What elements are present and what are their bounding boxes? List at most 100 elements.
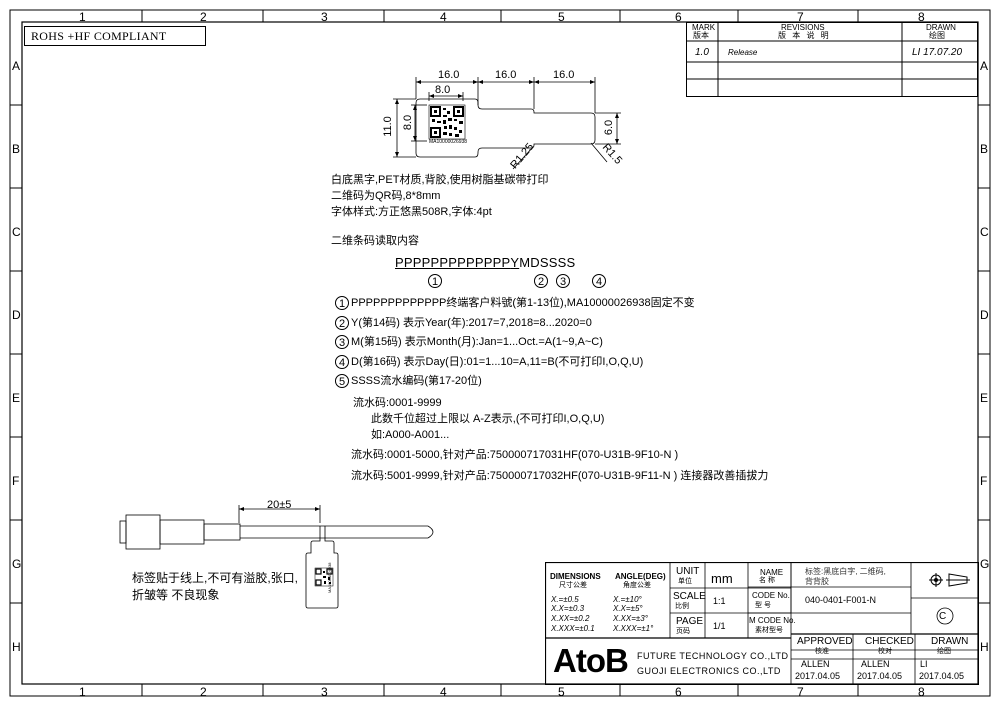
label-code-text: MA10000026938 <box>429 139 468 145</box>
page-label-cn: 页码 <box>676 628 690 635</box>
dim-width-2: 16.0 <box>495 69 517 81</box>
explain-marker: 2 <box>335 315 349 330</box>
format-y: Y <box>510 255 520 270</box>
note-line: 字体样式:方正悠黑508R,字体:4pt <box>331 206 492 218</box>
name-label-cn: 名 称 <box>759 577 775 584</box>
dim-width-3: 16.0 <box>553 69 575 81</box>
dim-radius-2: R1.5 <box>599 141 625 167</box>
cable-qr-graphic <box>314 567 334 587</box>
unit-label: UNIT <box>676 566 700 577</box>
dim-radius-1: R1.25 <box>508 141 537 172</box>
note-line: 二维码为QR码,8*8mm <box>331 190 441 202</box>
label-drawing <box>393 77 621 170</box>
name-value-2: 背背胶 <box>805 577 829 586</box>
mcode-label: M CODE No. <box>749 616 796 625</box>
explain-line: D(第16码) 表示Day(日):01=1...10=A,11=B(不可打印I,… <box>351 355 644 368</box>
tol-angle: X.XX=±3° <box>613 614 648 623</box>
explain-marker: 1 <box>335 296 349 310</box>
explain-line: M(第15码) 表示Month(月):Jan=1...Oct.=A(1~9,A~… <box>351 336 603 348</box>
scale-label: SCALE <box>673 591 706 602</box>
explain-marker: 3 <box>335 335 349 349</box>
name-value: 标签:黑底白字, 二维码, <box>805 567 886 576</box>
format-s: SSSS <box>539 255 576 270</box>
revisions-table <box>686 22 978 97</box>
checked-label-cn: 校对 <box>878 648 892 655</box>
tol-angle: X.XXX=±1° <box>613 624 654 633</box>
tol-linear: X.XX=±0.2 <box>551 614 590 623</box>
unit-label-cn: 单位 <box>678 578 692 585</box>
tol-angle: X.X=±5° <box>613 604 643 613</box>
code-label: CODE No. <box>752 591 790 600</box>
rev-mark-header: MARK <box>692 23 716 32</box>
cable-note: 标签贴于线上,不可有溢胶,张口, 折皱等 不良现象 <box>132 570 298 604</box>
approved-label-cn: 核准 <box>815 648 829 655</box>
checked-label: CHECKED <box>865 636 914 647</box>
qr-heading: 二维条码读取内容 <box>331 235 419 247</box>
cable-note-line: 标签贴于线上,不可有溢胶,张口, <box>132 571 299 585</box>
explain-line: SSSS流水编码(第17-20位) <box>351 375 482 387</box>
rev-drawn-header-cn: 绘图 <box>929 31 945 40</box>
rev-revisions-header-cn: 版 本 说 明 <box>778 31 831 40</box>
serial-product-2: 流水码:5001-9999,针对产品:750000717032HF(070-U3… <box>351 470 769 482</box>
angle-header-cn: 角度公差 <box>623 582 651 589</box>
company-name-2: GUOJI ELECTRONICS CO.,LTD <box>637 666 781 676</box>
svg-text:MA10000026938: MA10000026938 <box>327 562 332 593</box>
approved-label: APPROVED <box>797 636 853 647</box>
explain-marker: 5 <box>335 374 349 388</box>
compliance-box: ROHS +HF COMPLIANT <box>24 26 206 46</box>
rev-mark-value: 1.0 <box>695 47 709 58</box>
serial-range: 流水码:0001-9999 <box>353 397 442 409</box>
dim-width-1: 16.0 <box>438 69 460 81</box>
qr-format-string: PPPPPPPPPPPPPYMDSSSS <box>395 255 575 270</box>
dim-tail-height: 6.0 <box>603 119 616 136</box>
serial-example: 如:A000-A001... <box>371 429 450 441</box>
code-label-cn: 型 号 <box>755 602 771 609</box>
title-block-grid <box>545 562 979 685</box>
dimensions-header-cn: 尺寸公差 <box>559 582 587 589</box>
copyright-icon <box>936 607 954 625</box>
qr-code-graphic <box>428 104 466 140</box>
projection-symbol <box>929 573 970 587</box>
explain-marker: 4 <box>335 354 349 369</box>
rev-desc-value: Release <box>728 48 758 57</box>
checked-date: 2017.04.05 <box>857 671 903 681</box>
company-name-1: FUTURE TECHNOLOGY CO.,LTD <box>637 651 789 661</box>
scale-value: 1:1 <box>713 596 726 606</box>
format-p: PPPPPPPPPPPPP <box>395 255 511 270</box>
marker-3: 3 <box>556 274 570 288</box>
rev-drawn-header: DRAWN <box>926 23 956 32</box>
dim-height-total: 11.0 <box>381 116 394 137</box>
mcode-label-cn: 素材型号 <box>755 627 783 634</box>
note-line: 白底黑字,PET材质,背胶,使用树脂基碳带打印 <box>331 174 549 186</box>
marker-4: 4 <box>592 274 606 288</box>
explain-line: Y(第14码) 表示Year(年):2017=7,2018=8...2020=0 <box>351 316 592 329</box>
drawn-name: LI <box>920 659 928 669</box>
notes-block: 白底黑字,PET材质,背胶,使用树脂基碳带打印 二维码为QR码,8*8mm 字体… <box>331 172 549 220</box>
drawn-label: DRAWN <box>931 636 969 647</box>
page-label: PAGE <box>676 616 704 627</box>
marker-1: 1 <box>428 274 442 288</box>
rev-drawn-value: LI 17.07.20 <box>912 47 963 58</box>
serial-product-1: 流水码:0001-5000,针对产品:750000717031HF(070-U3… <box>351 449 679 461</box>
marker-2: 2 <box>534 274 548 288</box>
tol-linear: X.XXX=±0.1 <box>551 624 595 633</box>
dimensions-header: DIMENSIONS <box>550 572 601 581</box>
dim-qr-height: 8.0 <box>402 114 415 131</box>
atob-logo: AtoB <box>553 642 629 679</box>
approved-date: 2017.04.05 <box>795 671 841 681</box>
tol-angle: X.=±10° <box>613 595 642 604</box>
scale-label-cn: 比例 <box>675 603 689 610</box>
page-value: 1/1 <box>713 621 726 631</box>
rev-revisions-header: REVISIONS <box>781 23 825 32</box>
checked-name: ALLEN <box>861 659 890 669</box>
name-label: NAME <box>760 568 784 577</box>
unit-value: mm <box>711 571 733 586</box>
format-d: D <box>530 255 540 270</box>
cable-drawing: MA10000026938 <box>119 505 434 609</box>
rev-mark-header-cn: 版本 <box>693 31 709 40</box>
copyright-letter: C <box>939 611 947 622</box>
tol-linear: X.=±0.5 <box>551 595 579 604</box>
dim-qr-width: 8.0 <box>435 84 451 96</box>
